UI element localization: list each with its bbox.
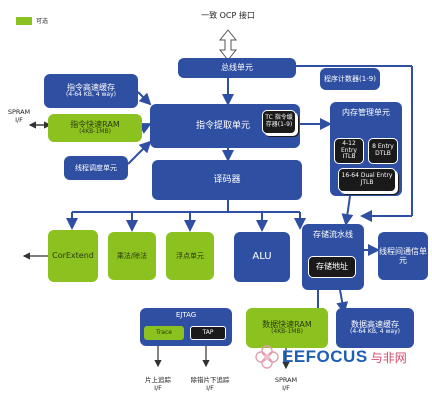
decoder-label: 译码器 xyxy=(213,174,241,185)
ejtag-title: EJTAG xyxy=(175,311,197,319)
legend-swatch xyxy=(16,16,32,25)
mul-div-label: 乘法/除法 xyxy=(116,251,148,260)
mul-div-unit: 乘法/除法 xyxy=(108,232,156,280)
mmu-title: 内存管理单元 xyxy=(342,108,390,117)
watermark-brand: EEFOCUS xyxy=(282,347,368,366)
instruction-spram: 指令快速RAM (4KB-1MB) xyxy=(48,114,142,142)
bus-unit-label: 总线单元 xyxy=(221,63,253,73)
watermark-suffix: 与非网 xyxy=(370,350,407,365)
instruction-fetch-label: 指令提取单元 xyxy=(196,120,251,131)
thread-scheduler-label: 线程调度单元 xyxy=(75,163,117,172)
ejtag-trace: Trace xyxy=(144,326,184,340)
mmu-jtlb-label: 16-64 Dual Entry JTLB xyxy=(341,172,393,186)
corextend-label: CorExtend xyxy=(52,251,94,261)
watermark: EEFOCUS 与非网 xyxy=(254,344,407,370)
trace-interface: 片上追踪 I/F xyxy=(132,370,184,392)
instruction-spram-size: (4KB-1MB) xyxy=(79,128,111,136)
tc-instruction-buffer-label: TC 指令缓存器(1-9) xyxy=(265,114,293,128)
bus-unit: 总线单元 xyxy=(178,58,296,78)
instruction-spram-title: 指令快速RAM xyxy=(70,119,120,129)
program-counters: 程序计数器(1-9) xyxy=(320,68,380,90)
mmu-itlb: 4-12 Entry ITLB xyxy=(334,138,364,164)
mmu-itlb-label: 4-12 Entry ITLB xyxy=(341,139,357,161)
mmu-dtlb: 8 Entry DTLB xyxy=(368,138,398,164)
ocp-double-arrow-icon xyxy=(218,29,238,61)
data-cache-title: 数据高速缓存 xyxy=(351,319,399,329)
legend: 可选 xyxy=(16,16,48,25)
ejtag-trace-label: Trace xyxy=(156,328,172,336)
decoder: 译码器 xyxy=(152,160,302,200)
store-address: 存储地址 xyxy=(308,256,356,278)
data-cache-size: (4-64 KB, 4 way) xyxy=(350,328,400,336)
ejtag-tap: TAP xyxy=(190,326,226,340)
alu-label: ALU xyxy=(252,251,272,263)
spram-bottom-label: SPRAM I/F xyxy=(274,376,298,392)
instruction-cache-size: (4-64 KB, 4 way) xyxy=(66,91,116,99)
instruction-cache-title: 指令高速缓存 xyxy=(67,82,115,92)
store-pipeline-label: 存储流水线 xyxy=(313,230,353,239)
data-cache: 数据高速缓存 (4-64 KB, 4 way) xyxy=(336,308,414,348)
thread-scheduler: 线程调度单元 xyxy=(64,156,128,180)
trace-interface-label: 片上追踪 I/F xyxy=(145,376,171,392)
fpu-label: 浮点单元 xyxy=(176,251,204,260)
flower-logo-icon xyxy=(255,345,279,369)
tc-instruction-buffer: TC 指令缓存器(1-9) xyxy=(262,110,296,134)
debug-interface: 除错片下追踪 I/F xyxy=(182,370,238,392)
spram-left-interface: SPRAM I/F xyxy=(6,102,32,124)
spram-left-label: SPRAM I/F xyxy=(7,108,31,124)
corextend: CorExtend xyxy=(48,230,98,282)
store-address-label: 存储地址 xyxy=(316,262,348,272)
spram-bottom-interface: SPRAM I/F xyxy=(270,370,302,392)
debug-interface-label: 除错片下追踪 I/F xyxy=(190,376,230,392)
program-counters-label: 程序计数器(1-9) xyxy=(324,74,376,83)
ocp-interface-label: 一致 OCP 接口 xyxy=(201,11,255,20)
alu: ALU xyxy=(234,232,290,282)
ejtag-tap-label: TAP xyxy=(202,328,214,336)
data-spram-title: 数据快速RAM xyxy=(262,319,312,329)
mmu-jtlb: 16-64 Dual Entry JTLB xyxy=(338,168,396,192)
mmu-dtlb-label: 8 Entry DTLB xyxy=(372,143,394,157)
fpu: 浮点单元 xyxy=(166,232,214,280)
inter-thread-comm-label: 线程间通信单元 xyxy=(379,246,427,265)
data-spram-size: (4KB-1MB) xyxy=(271,328,303,336)
inter-thread-comm-unit: 线程间通信单元 xyxy=(378,232,428,280)
data-spram: 数据快速RAM (4KB-1MB) xyxy=(246,308,328,348)
instruction-cache: 指令高速缓存 (4-64 KB, 4 way) xyxy=(44,74,138,108)
legend-label: 可选 xyxy=(36,18,49,25)
